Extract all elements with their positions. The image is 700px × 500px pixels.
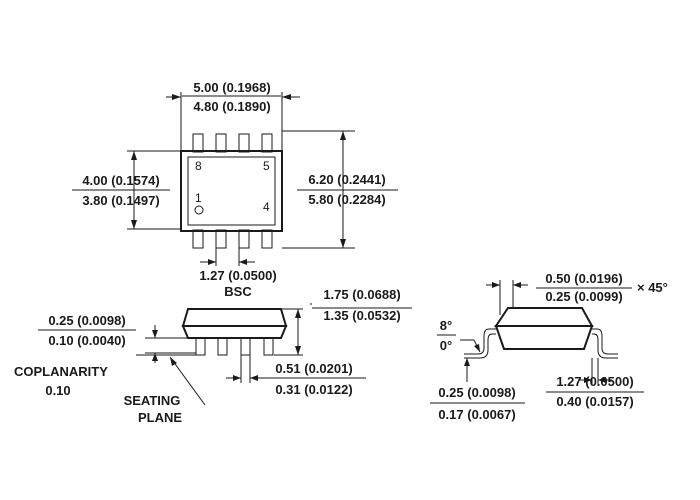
height-max: 1.75 (0.0688): [323, 287, 400, 302]
foot-length-min: 0.40 (0.0157): [556, 394, 633, 409]
chamfer-min: 0.25 (0.0099): [545, 289, 622, 304]
package-body-inner: [187, 156, 276, 226]
lead-width-dimension: 0.51 (0.0201) 0.31 (0.0122): [226, 355, 366, 397]
coplanarity-value: 0.10: [45, 383, 70, 398]
seating-plane-line-1: SEATING: [124, 393, 181, 408]
coplanarity-label: COPLANARITY: [14, 364, 108, 379]
lead-thickness-min: 0.17 (0.0067): [438, 407, 515, 422]
end-lead-right-inner: [592, 333, 618, 359]
chamfer-max: 0.50 (0.0196): [545, 271, 622, 286]
height-min: 1.35 (0.0532): [323, 308, 400, 323]
standoff-max: 0.25 (0.0098): [48, 313, 125, 328]
span-max: 6.20 (0.2441): [308, 172, 385, 187]
top-pin: [192, 133, 204, 153]
end-lead-left-inner: [468, 333, 496, 359]
lead-width-max: 0.51 (0.0201): [275, 361, 352, 376]
lead-width-min: 0.31 (0.0122): [275, 382, 352, 397]
end-view: 0.50 (0.0196) 0.25 (0.0099) × 45° 8° 0° …: [430, 271, 668, 422]
side-view: 1.75 (0.0688) 1.35 (0.0532) 0.25 (0.0098…: [14, 287, 412, 425]
bottom-pin: [261, 229, 273, 249]
standoff-min: 0.10 (0.0040): [48, 333, 125, 348]
pitch-value: 1.27 (0.0500): [199, 268, 276, 283]
side-body-bottom: [181, 325, 288, 339]
top-view: 8 5 1 4 5.00 (0.1968) 4.80 (0.1890) 4.00…: [72, 80, 398, 299]
lead-angle-dimension: 8° 0°: [437, 318, 481, 353]
foot-length-max: 1.27 (0.0500): [556, 374, 633, 389]
package-body: [180, 150, 283, 232]
lead-thickness-dimension: 0.25 (0.0098) 0.17 (0.0067): [430, 353, 525, 422]
seating-plane-callout: SEATING PLANE: [124, 354, 206, 425]
top-pin: [261, 133, 273, 153]
span-min: 5.80 (0.2284): [308, 192, 385, 207]
span-dimension: 6.20 (0.2441) 5.80 (0.2284): [282, 130, 398, 249]
angle-min: 0°: [440, 338, 452, 353]
end-body-top: [494, 307, 594, 327]
body-width-min: 3.80 (0.1497): [82, 193, 159, 208]
side-body-top: [181, 308, 288, 327]
length-max: 5.00 (0.1968): [193, 80, 270, 95]
bottom-pin: [192, 229, 204, 249]
pin-1-label: 1: [195, 191, 202, 205]
side-lead: [240, 337, 251, 356]
top-pin: [238, 133, 250, 153]
top-pin: [215, 133, 227, 153]
end-lead-left: [468, 328, 496, 355]
length-min: 4.80 (0.1890): [193, 99, 270, 114]
standoff-dimension: 0.25 (0.0098) 0.10 (0.0040): [38, 313, 196, 363]
bottom-pins: [192, 229, 273, 249]
side-lead: [195, 337, 206, 356]
end-body-bottom: [494, 325, 594, 350]
bottom-pin: [238, 229, 250, 249]
pin-1-dot: [194, 205, 204, 215]
bottom-pin: [215, 229, 227, 249]
pitch-note: BSC: [224, 284, 252, 299]
pin-8-label: 8: [195, 159, 202, 173]
chamfer-angle: × 45°: [637, 280, 668, 295]
pin-4-label: 4: [263, 200, 270, 214]
foot-length-dimension: 1.27 (0.0500) 0.40 (0.0157): [546, 358, 644, 409]
chamfer-dimension: 0.50 (0.0196) 0.25 (0.0099) × 45°: [486, 271, 668, 315]
lead-thickness-max: 0.25 (0.0098): [438, 385, 515, 400]
angle-max: 8°: [440, 318, 452, 333]
length-dimension: 5.00 (0.1968) 4.80 (0.1890): [166, 80, 300, 150]
body-width-max: 4.00 (0.1574): [82, 173, 159, 188]
top-pins: [192, 133, 273, 153]
pitch-dimension: 1.27 (0.0500) BSC: [199, 248, 277, 299]
body-width-dimension: 4.00 (0.1574) 3.80 (0.1497): [72, 150, 180, 230]
side-lead: [263, 337, 274, 356]
height-dimension: 1.75 (0.0688) 1.35 (0.0532): [274, 287, 412, 356]
end-lead-right: [592, 328, 618, 355]
side-lead: [217, 337, 228, 356]
pin-5-label: 5: [263, 159, 270, 173]
seating-plane-line-2: PLANE: [138, 410, 182, 425]
